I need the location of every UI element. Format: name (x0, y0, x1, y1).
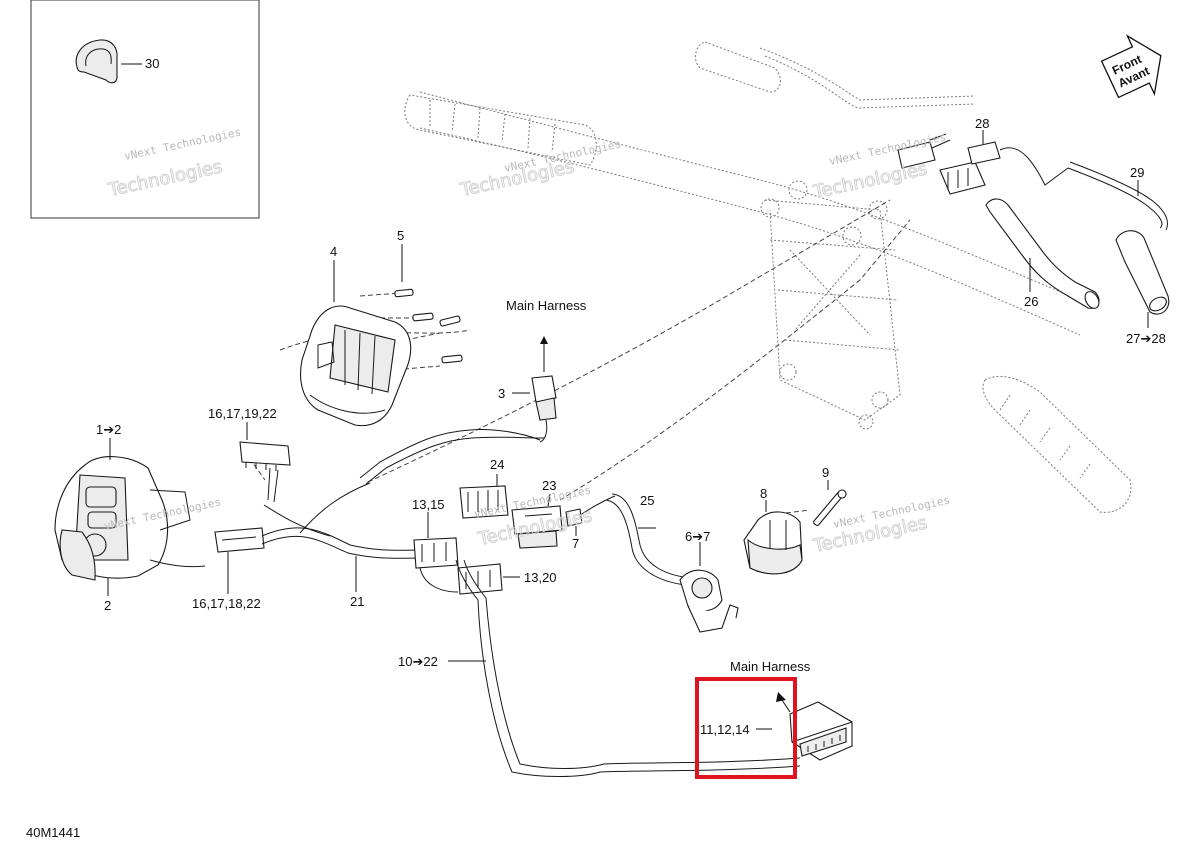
callout-3: 3 (498, 386, 505, 401)
callout-29: 29 (1130, 165, 1144, 180)
callout-5: 5 (397, 228, 404, 243)
callout-21: 21 (350, 594, 364, 609)
part-9-screw (813, 489, 847, 526)
callout-13-20: 13,20 (524, 570, 557, 585)
callout-28: 28 (975, 116, 989, 131)
part-28-connector (897, 133, 1069, 195)
part-27-sleeve (1115, 230, 1170, 315)
callout-4: 4 (330, 244, 337, 259)
callout-23: 23 (542, 478, 556, 493)
part-11-12-14-connector (789, 701, 853, 761)
callout-7: 7 (572, 536, 579, 551)
part-8-cap (743, 511, 803, 575)
harness-25 (611, 493, 691, 579)
callout-11-12-14: 11,12,14 (700, 722, 750, 737)
riser-ghost (760, 180, 901, 430)
part-3-connector (531, 375, 557, 443)
watermark-1b: Technologies (106, 156, 224, 201)
callout-8: 8 (760, 486, 767, 501)
watermarks: vNext Technologies Technologies vNext Te… (103, 125, 951, 557)
connector-13-15 (413, 537, 459, 569)
callout-9: 9 (822, 465, 829, 480)
handlebar-ghost (404, 41, 1132, 513)
connector-16-17-19-22 (239, 441, 291, 503)
callout-24: 24 (490, 457, 504, 472)
highlight-box (695, 677, 797, 779)
harness-arrow-top (540, 336, 548, 344)
callout-25: 25 (640, 493, 654, 508)
front-direction-badge: Front Avant (1100, 34, 1162, 99)
callout-26: 26 (1024, 294, 1038, 309)
wire-3 (359, 429, 541, 479)
part-4-switch-cover (300, 305, 412, 427)
callout-13-15: 13,15 (412, 497, 445, 512)
part-1-switch-assembly (54, 456, 206, 581)
callout-27-28: 27➔28 (1126, 331, 1166, 346)
callout-16-17-18-22: 16,17,18,22 (192, 596, 261, 611)
inset-box: 30 (30, 0, 260, 219)
main-harness-label-top: Main Harness (506, 298, 587, 313)
connector-23 (511, 505, 563, 549)
main-harness-label-bottom: Main Harness (730, 659, 811, 674)
watermark-3b: Technologies (811, 158, 929, 203)
part-5-screws (394, 288, 463, 364)
callout-10-22: 10➔22 (398, 654, 438, 669)
part-29-cable (1067, 161, 1168, 231)
harness-10-22 (455, 559, 801, 777)
callout-30: 30 (145, 56, 159, 71)
connector-7 (565, 495, 616, 527)
watermark-1: vNext Technologies (123, 125, 242, 163)
harness-arrow-bottom (776, 692, 786, 702)
connector-16-17-18-22 (214, 527, 265, 553)
part-26-tube (985, 198, 1100, 309)
callout-6-7: 6➔7 (685, 529, 710, 544)
connector-24 (459, 485, 509, 519)
part-6-7-sensor (679, 569, 739, 633)
callout-2: 2 (104, 598, 111, 613)
harness-21 (261, 527, 426, 551)
callout-1-2: 1➔2 (96, 422, 121, 437)
callout-16-17-19-22: 16,17,19,22 (208, 406, 277, 421)
diagram-id: 40M1441 (26, 825, 80, 840)
